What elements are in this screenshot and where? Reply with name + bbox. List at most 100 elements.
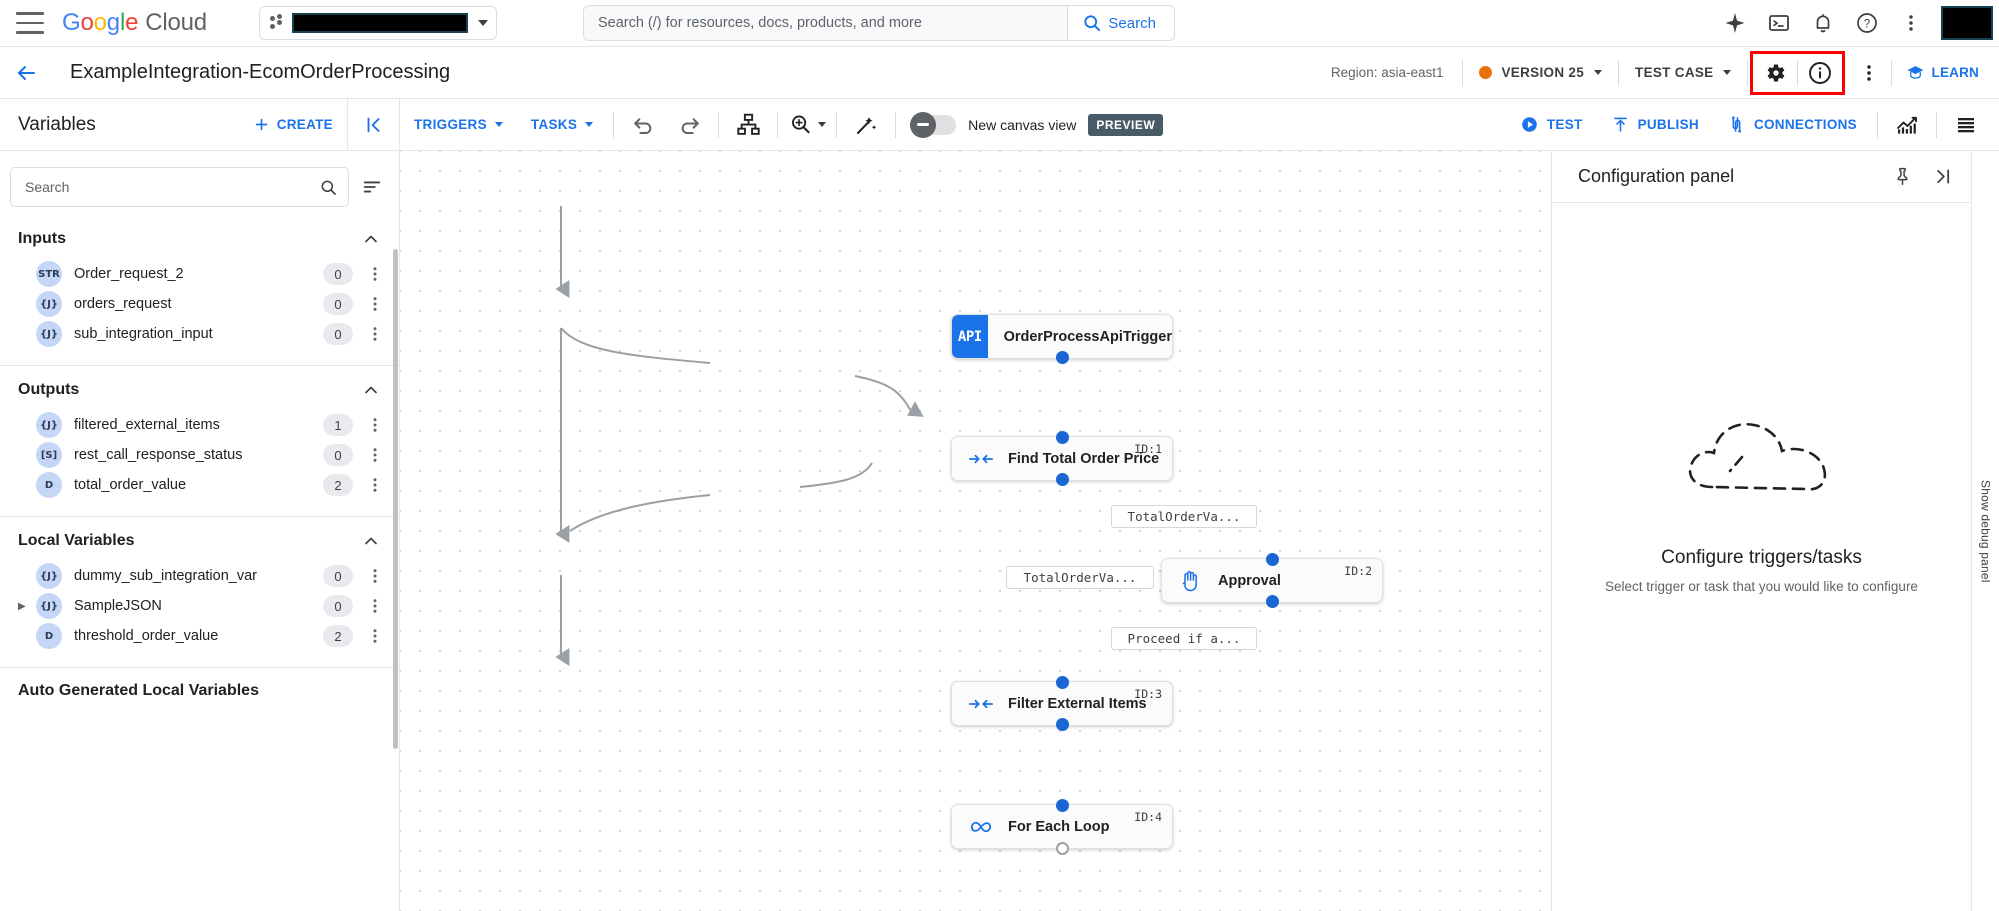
variables-section-header[interactable]: Inputs [0, 215, 399, 259]
magic-wand-button[interactable] [843, 102, 889, 148]
page-more-options-icon[interactable] [1847, 51, 1891, 95]
variables-section-header[interactable]: Local Variables [0, 517, 399, 561]
variables-search-input[interactable] [23, 178, 319, 196]
variable-row-menu-icon[interactable] [363, 567, 387, 585]
tasks-label: TASKS [530, 117, 578, 132]
collapse-variables-panel-button[interactable] [347, 98, 399, 151]
variables-section: Local Variables{J}dummy_sub_integration_… [0, 517, 399, 668]
variable-row-menu-icon[interactable] [363, 627, 387, 645]
create-variable-button[interactable]: CREATE [253, 116, 333, 133]
chevron-down-icon [817, 122, 826, 127]
search-button[interactable]: Search [1067, 6, 1174, 40]
node-output-port[interactable] [1056, 473, 1069, 486]
node-output-port[interactable] [1266, 595, 1279, 608]
settings-gear-button[interactable] [1753, 51, 1797, 95]
node-input-port[interactable] [1266, 553, 1279, 566]
logs-button[interactable] [1943, 102, 1989, 148]
version-selector[interactable]: VERSION 25 [1463, 65, 1619, 80]
tasks-menu[interactable]: TASKS [517, 117, 607, 132]
variable-row-menu-icon[interactable] [363, 325, 387, 343]
variables-section-title: Outputs [18, 381, 80, 398]
edge-condition-label[interactable]: TotalOrderVa... [1111, 505, 1257, 528]
edge-condition-label[interactable]: Proceed if a... [1111, 627, 1257, 650]
node-output-port[interactable] [1056, 351, 1069, 364]
node-input-port[interactable] [1056, 799, 1069, 812]
back-button[interactable] [4, 51, 48, 95]
node-input-port[interactable] [1056, 431, 1069, 444]
node-input-port[interactable] [1056, 676, 1069, 689]
connections-button[interactable]: CONNECTIONS [1713, 115, 1871, 134]
sort-variables-icon[interactable] [359, 174, 385, 200]
show-debug-panel-rail[interactable]: Show debug panel [1971, 151, 1999, 911]
auto-layout-icon [737, 113, 760, 135]
configuration-panel: Configuration panel [1551, 151, 1971, 911]
variables-search-box[interactable] [10, 167, 349, 207]
pin-panel-button[interactable] [1885, 160, 1919, 194]
canvas-toolbar: TRIGGERS TASKS [400, 99, 1999, 151]
chevron-up-icon[interactable] [361, 531, 381, 551]
hamburger-menu-icon[interactable] [16, 12, 44, 34]
test-button[interactable]: TEST [1506, 115, 1597, 134]
svg-text:?: ? [1864, 19, 1870, 31]
collapse-left-icon [367, 117, 379, 132]
learn-button[interactable]: LEARN [1892, 63, 1999, 82]
undo-button[interactable] [620, 102, 666, 148]
integration-info-button[interactable] [1798, 51, 1842, 95]
redo-button[interactable] [666, 102, 712, 148]
node-output-port[interactable] [1056, 718, 1069, 731]
chevron-up-icon[interactable] [361, 380, 381, 400]
variable-type-badge: D [36, 472, 62, 498]
configuration-panel-header: Configuration panel [1552, 151, 1971, 203]
variable-row-menu-icon[interactable] [363, 476, 387, 494]
search-input[interactable] [583, 6, 1068, 40]
node-output-port[interactable] [1056, 842, 1069, 855]
flow-node-order-process-api-trigger[interactable]: API OrderProcessApiTrigger [951, 314, 1173, 364]
variables-section-header[interactable]: Outputs [0, 366, 399, 410]
user-avatar-redacted[interactable] [1941, 6, 1993, 40]
variable-row-menu-icon[interactable] [363, 416, 387, 434]
flow-node-approval[interactable]: Approval ID:2 [1161, 553, 1383, 608]
flow-node-find-total-order-price[interactable]: Find Total Order Price ID:1 [951, 431, 1173, 486]
integration-canvas[interactable]: API OrderProcessApiTrigger Find Total Or… [400, 151, 1551, 911]
new-canvas-view-toggle-group: New canvas view PREVIEW [910, 111, 1164, 138]
variable-row-menu-icon[interactable] [363, 597, 387, 615]
node-title: OrderProcessApiTrigger [1003, 328, 1172, 345]
triggers-menu[interactable]: TRIGGERS [400, 117, 517, 132]
cloud-shell-icon[interactable] [1757, 1, 1801, 45]
new-canvas-view-toggle[interactable] [910, 111, 957, 138]
more-vert-icon[interactable] [1889, 1, 1933, 45]
configuration-panel-empty-state: Configure triggers/tasks Select trigger … [1552, 203, 1971, 911]
variables-scrollbar-thumb[interactable] [393, 249, 398, 749]
auto-layout-button[interactable] [725, 102, 771, 148]
expand-panel-button[interactable] [1925, 160, 1959, 194]
flow-node-filter-external-items[interactable]: Filter External Items ID:3 [951, 676, 1173, 731]
test-case-selector[interactable]: TEST CASE [1619, 65, 1746, 80]
variables-section-header[interactable]: Auto Generated Local Variables [0, 668, 399, 710]
notifications-bell-icon[interactable] [1801, 1, 1845, 45]
expand-twisty-icon[interactable]: ▶ [18, 600, 26, 612]
project-picker[interactable] [258, 6, 497, 40]
chevron-up-icon[interactable] [361, 229, 381, 249]
publish-button[interactable]: PUBLISH [1597, 115, 1713, 134]
gemini-sparkle-icon[interactable] [1713, 1, 1757, 45]
variable-row-menu-icon[interactable] [363, 295, 387, 313]
metrics-button[interactable] [1884, 102, 1930, 148]
variable-row-menu-icon[interactable] [363, 265, 387, 283]
help-question-icon[interactable]: ? [1845, 1, 1889, 45]
zoom-control-button[interactable] [784, 102, 830, 148]
edge-condition-label[interactable]: TotalOrderVa... [1006, 566, 1154, 589]
global-search[interactable]: Search [582, 5, 1175, 41]
flow-node-for-each-loop[interactable]: For Each Loop ID:4 [951, 799, 1173, 855]
variable-row-menu-icon[interactable] [363, 446, 387, 464]
loop-infinity-icon [966, 819, 996, 835]
